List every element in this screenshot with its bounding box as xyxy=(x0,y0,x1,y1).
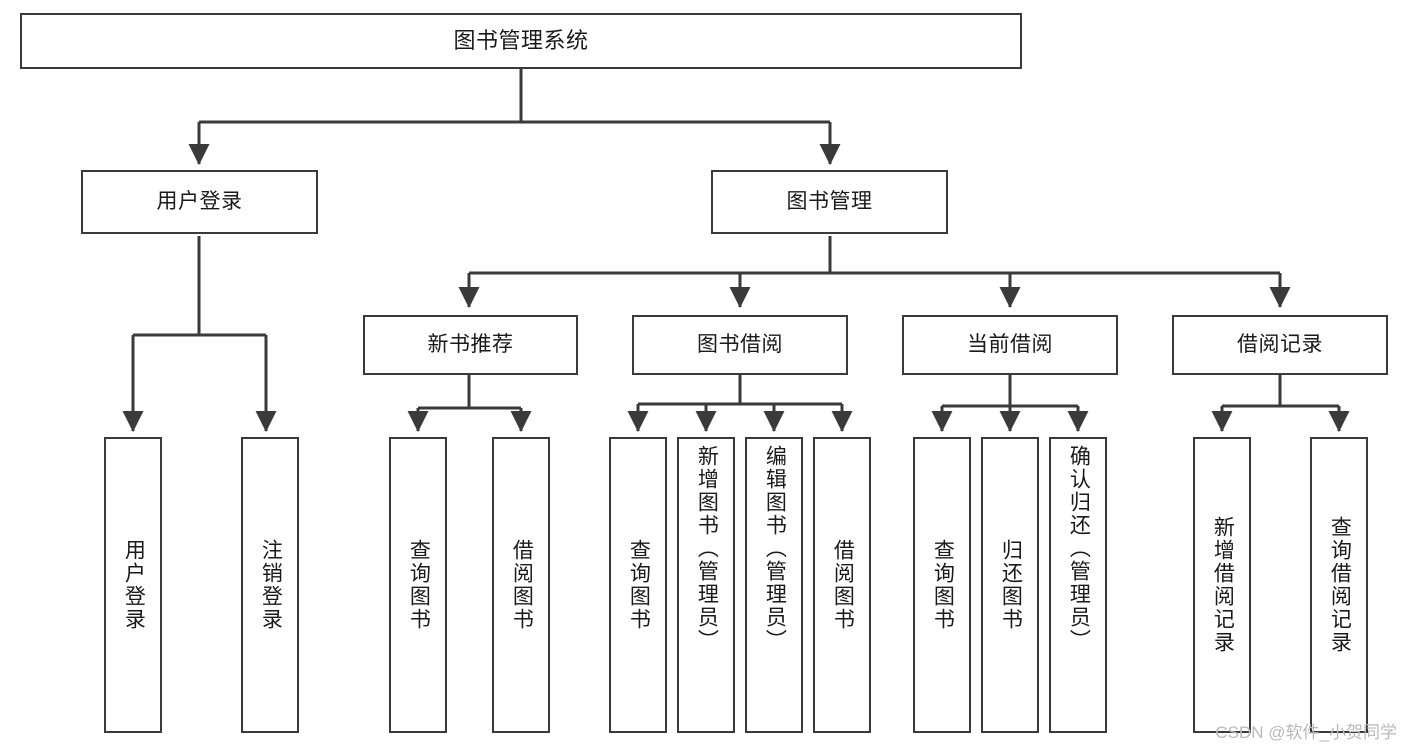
leaf-query-borrow-record[interactable]: 查询借阅记录 xyxy=(1310,437,1368,733)
node-label: 查询图书 xyxy=(627,539,651,631)
node-borrow-record[interactable]: 借阅记录 xyxy=(1172,315,1388,375)
leaf-query-book-current[interactable]: 查询图书 xyxy=(913,437,971,733)
node-label: 借阅图书 xyxy=(510,539,534,631)
leaf-return-book[interactable]: 归还图书 xyxy=(981,437,1039,733)
node-book-manage[interactable]: 图书管理 xyxy=(711,170,948,234)
node-label: 编辑图书（管理员） xyxy=(763,445,787,652)
leaf-add-borrow-record[interactable]: 新增借阅记录 xyxy=(1193,437,1251,733)
node-new-book-recommendation[interactable]: 新书推荐 xyxy=(363,315,578,375)
node-label: 新增借阅记录 xyxy=(1211,516,1235,654)
node-label: 新增图书（管理员） xyxy=(695,445,719,652)
leaf-edit-book-admin[interactable]: 编辑图书（管理员） xyxy=(745,437,803,733)
leaf-add-book-admin[interactable]: 新增图书（管理员） xyxy=(677,437,735,733)
leaf-confirm-return-admin[interactable]: 确认归还（管理员） xyxy=(1049,437,1107,733)
node-user-login[interactable]: 用户登录 xyxy=(81,170,318,234)
node-book-borrow[interactable]: 图书借阅 xyxy=(632,315,848,375)
node-label: 注销登录 xyxy=(259,539,283,631)
node-label: 新书推荐 xyxy=(427,333,514,357)
node-label: 图书管理 xyxy=(786,190,873,214)
leaf-user-logout[interactable]: 注销登录 xyxy=(241,437,299,733)
node-current-borrow[interactable]: 当前借阅 xyxy=(902,315,1118,375)
node-label: 当前借阅 xyxy=(967,333,1053,357)
leaf-query-book-recommend[interactable]: 查询图书 xyxy=(389,437,447,733)
node-label: 图书管理系统 xyxy=(453,27,589,53)
node-label: 图书借阅 xyxy=(697,333,783,357)
node-label: 借阅图书 xyxy=(831,539,855,631)
node-label: 查询借阅记录 xyxy=(1328,516,1352,654)
node-label: 借阅记录 xyxy=(1237,333,1323,357)
node-label: 用户登录 xyxy=(156,190,243,214)
leaf-borrow-book[interactable]: 借阅图书 xyxy=(813,437,871,733)
node-root-book-management-system[interactable]: 图书管理系统 xyxy=(20,13,1022,69)
node-label: 查询图书 xyxy=(407,539,431,631)
leaf-query-book-borrow[interactable]: 查询图书 xyxy=(609,437,667,733)
node-label: 查询图书 xyxy=(931,539,955,631)
node-label: 用户登录 xyxy=(122,539,146,631)
leaf-borrow-book-recommend[interactable]: 借阅图书 xyxy=(492,437,550,733)
node-label: 确认归还（管理员） xyxy=(1067,445,1091,652)
leaf-user-login[interactable]: 用户登录 xyxy=(104,437,162,733)
node-label: 归还图书 xyxy=(999,539,1023,631)
